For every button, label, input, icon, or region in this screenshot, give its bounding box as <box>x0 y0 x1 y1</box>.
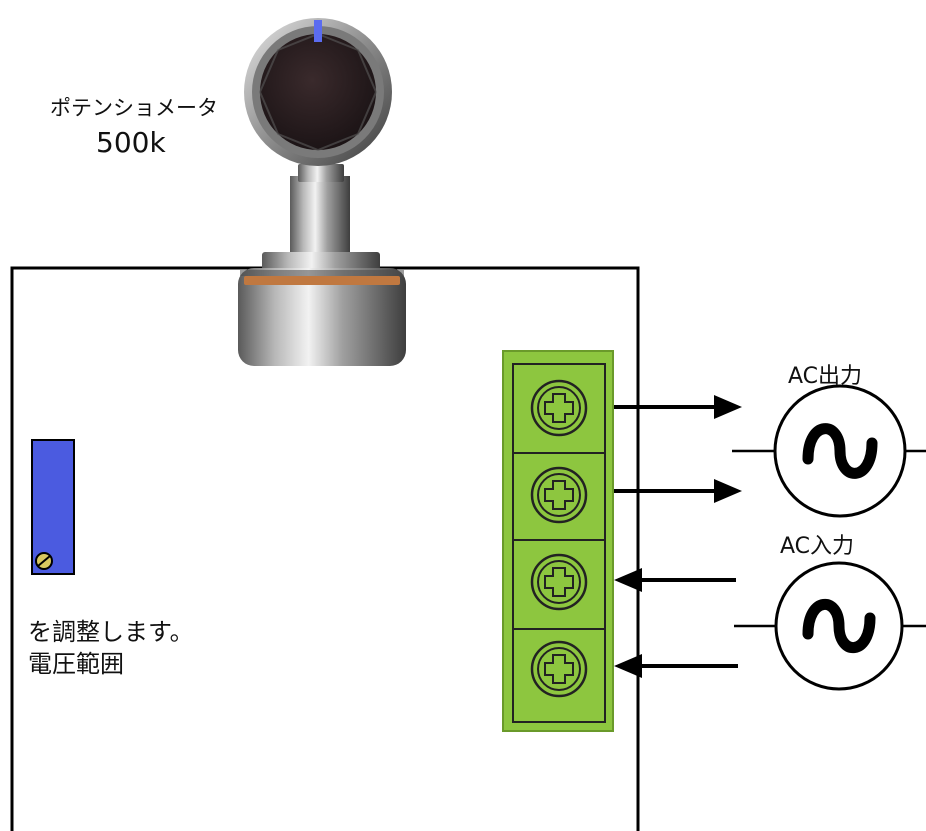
pot-body <box>238 268 406 366</box>
potentiometer <box>238 18 406 366</box>
ac-input-source-icon <box>734 561 926 691</box>
output-arrow <box>614 479 742 503</box>
trimmer-caption-line1: を調整します。 <box>28 618 194 646</box>
input-arrow <box>614 568 736 592</box>
terminal-screw-icon <box>530 640 588 698</box>
input-arrow <box>614 654 738 678</box>
pot-nut <box>262 252 380 270</box>
ac-output-label: AC出力 <box>788 364 863 389</box>
terminal-screw-icon <box>530 553 588 611</box>
pot-collar <box>298 164 344 182</box>
trimmer-body <box>31 439 75 575</box>
trimmer <box>31 439 75 575</box>
terminal-screw-icon <box>530 466 588 524</box>
terminal-screw-icon <box>530 379 588 437</box>
trimmer-caption-line2: 電圧範囲 <box>28 650 124 678</box>
pot-knob-face <box>260 34 376 150</box>
pot-indicator <box>314 20 322 42</box>
ac-output-source-icon <box>732 384 926 518</box>
potentiometer-value: 500k <box>96 126 166 159</box>
pot-shaft <box>290 176 350 262</box>
terminal-block <box>502 350 614 732</box>
potentiometer-label: ポテンショメータ <box>50 96 218 120</box>
ac-input-label: AC入力 <box>780 534 855 559</box>
output-arrow <box>614 395 742 419</box>
pot-copper-ring <box>244 276 400 285</box>
